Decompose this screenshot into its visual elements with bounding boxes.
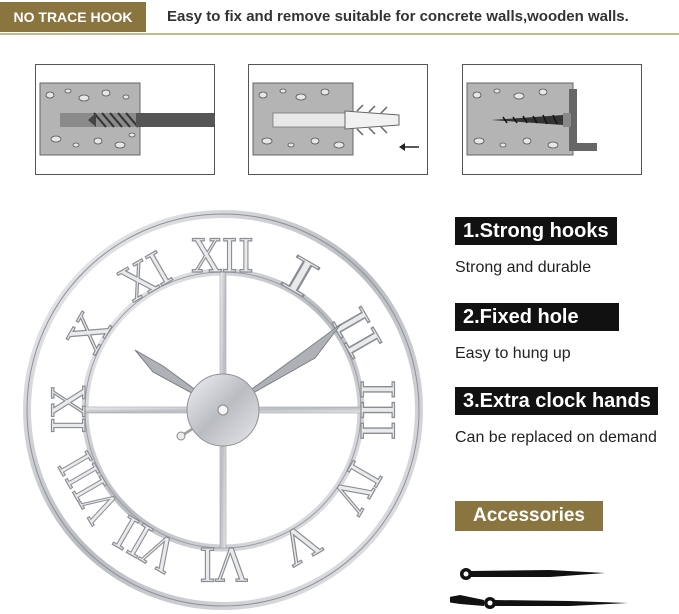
feature-desc-fixed-hole: Easy to hung up [455,345,571,362]
second-hand-tip [176,431,186,441]
clock-numeral: III [349,378,404,441]
install-step-hook [462,64,642,175]
numeral-text: XI [112,241,181,312]
clock-hands [134,323,342,447]
header-bar: NO TRACE HOOK Easy to fix and remove sui… [0,0,679,35]
numeral-text: IX [42,386,96,434]
numeral-text: VI [199,537,248,591]
feature-desc-strong-hooks: Strong and durable [455,259,592,276]
drill-illustration [39,82,214,156]
clock-numeral: VI [198,536,248,591]
numeral-text: X [58,305,122,362]
header-divider [0,33,679,35]
feature-title-strong-hooks: 1.Strong hooks [455,217,617,245]
feature-desc-extra-hands: Can be replaced on demand [455,429,657,446]
spare-clock-hands [450,568,628,609]
clock-numeral: V [270,510,329,576]
numeral-text: XII [192,229,254,283]
feature-title-extra-hands: 3.Extra clock hands [455,387,658,415]
minute-hand [222,323,342,411]
anchor-illustration [252,82,419,156]
numeral-text: III [350,379,404,441]
clock-numeral: IV [320,452,392,522]
numeral-text: IV [321,453,392,522]
outer-ring-edge [26,213,420,607]
clock-numeral: X [57,304,122,362]
clock-numeral: I [271,244,329,309]
numeral-text: I [272,245,328,309]
feature-title-fixed-hole: 2.Fixed hole [455,303,619,331]
numeral-text: V [271,511,329,576]
hook-illustration [466,82,597,156]
header-badge: NO TRACE HOOK [0,2,146,32]
center-cap [217,404,229,416]
install-step-drill [35,64,215,175]
clock-numeral: XI [111,241,181,313]
clock-numeral: IX [41,385,96,434]
install-step-anchor [248,64,428,175]
clock-numeral: XII [191,228,254,283]
accessories-badge: Accessories [455,501,603,531]
header-text: Easy to fix and remove suitable for conc… [167,8,629,25]
